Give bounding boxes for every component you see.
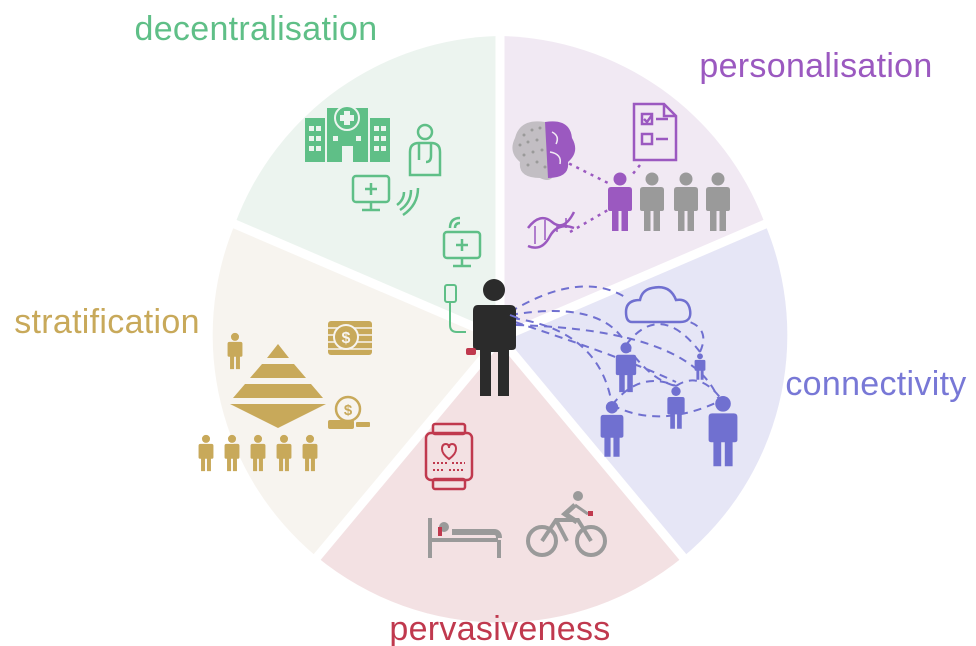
- wifi-icon: [448, 216, 461, 229]
- sector-decentralisation: [235, 36, 500, 338]
- doctor-icon: [408, 123, 442, 177]
- payment-icon: $: [328, 395, 370, 429]
- cyclist-icon: [526, 491, 607, 557]
- label-pervasiveness: pervasiveness: [389, 610, 610, 646]
- dotted-links: [561, 158, 641, 234]
- svg-text:$: $: [344, 402, 353, 419]
- sector-pervasiveness: [317, 338, 683, 623]
- checklist-icon: [632, 102, 678, 162]
- iv-drip-icon: [444, 284, 466, 333]
- label-personalisation: personalisation: [699, 47, 932, 85]
- cloud-icon: [624, 286, 692, 324]
- coins-icon: $: [328, 321, 372, 355]
- sector-personalisation: [500, 36, 765, 338]
- hospital-icon: [305, 105, 390, 162]
- label-stratification: stratification: [14, 303, 200, 341]
- sector-dividers: [228, 30, 772, 565]
- bed-icon: [428, 518, 502, 558]
- label-decentralisation: decentralisation: [135, 10, 378, 48]
- pyramid-icon: [230, 344, 326, 428]
- network-lines: [509, 285, 723, 418]
- label-connectivity: connectivity: [785, 365, 966, 403]
- wireless-signal-icon: [396, 187, 420, 217]
- svg-text:$: $: [342, 330, 351, 347]
- smartwatch-icon: [424, 422, 474, 491]
- dna-icon: [527, 211, 576, 249]
- center-person-icon: [466, 279, 519, 396]
- brain-icon: [512, 121, 576, 180]
